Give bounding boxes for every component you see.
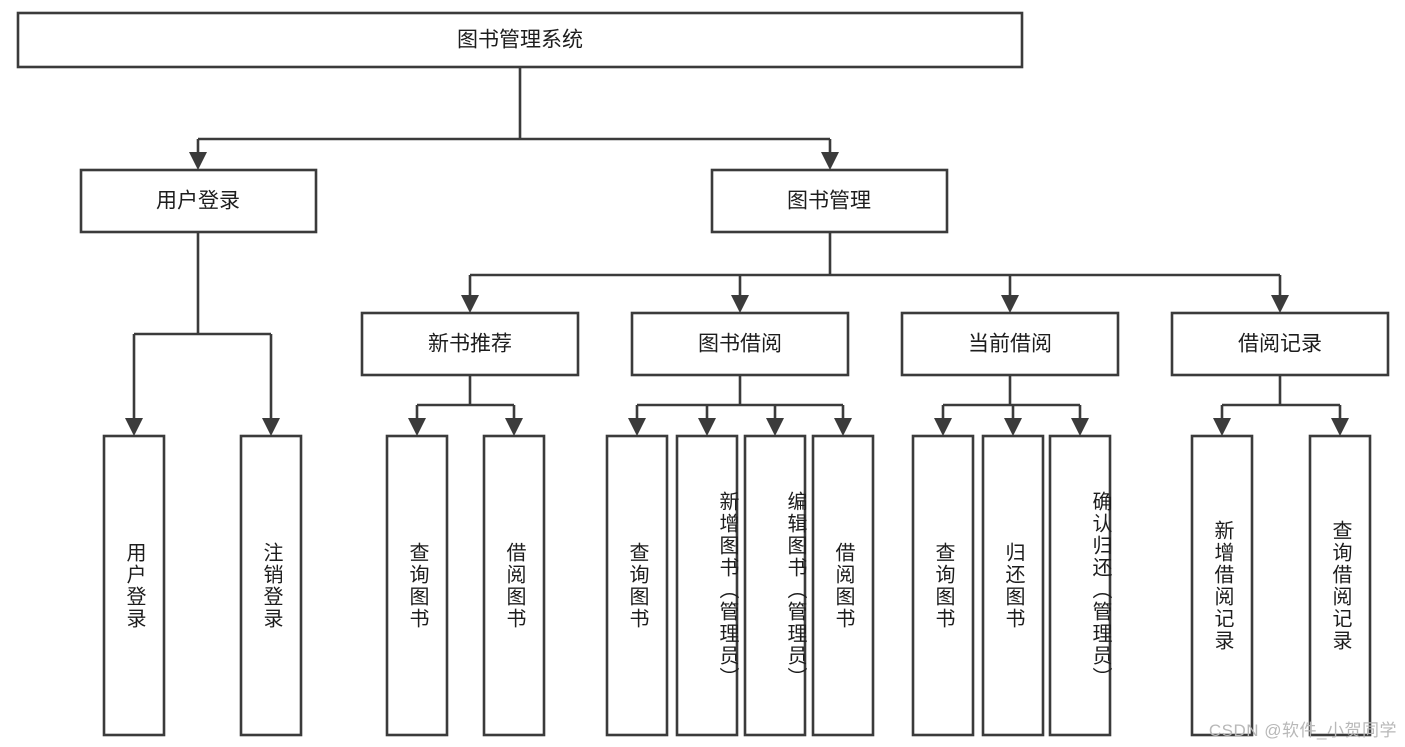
arrow-head-new-book-child-1: [505, 418, 523, 436]
connector-group-book-borrow: [628, 375, 852, 436]
connector-group-current-borrow: [934, 375, 1089, 436]
arrow-head-borrow-record-child-0: [1213, 418, 1231, 436]
arrow-head-book-mgmt-child-1: [731, 295, 749, 313]
node-new-book-recommend-label: 新书推荐: [428, 333, 512, 356]
arrow-head-current-borrow-child-2: [1071, 418, 1089, 436]
node-book-management-label: 图书管理: [787, 190, 871, 213]
csdn-watermark: CSDN @软件_小贺同学: [1208, 721, 1397, 740]
leaf-user-login-0[interactable]: [102, 434, 166, 737]
arrow-head-user-login-child-0: [125, 418, 143, 436]
connector-group-book-mgmt: [461, 232, 1289, 313]
connector-group-root: [189, 68, 839, 170]
arrow-head-new-book-child-0: [408, 418, 426, 436]
leaf-book-borrow-0[interactable]: [605, 434, 669, 737]
arrow-head-book-borrow-child-0: [628, 418, 646, 436]
arrow-head-book-mgmt-child-3: [1271, 295, 1289, 313]
leaf-new-book-0[interactable]: [385, 434, 449, 737]
connector-group-borrow-record: [1213, 375, 1349, 436]
connector-group-user-login: [125, 232, 280, 436]
arrow-head-book-borrow-child-2: [766, 418, 784, 436]
node-current-borrow-label: 当前借阅: [968, 333, 1052, 356]
node-book-borrow-label: 图书借阅: [698, 333, 782, 356]
arrow-head-current-borrow-child-0: [934, 418, 952, 436]
leaf-current-borrow-0[interactable]: [911, 434, 975, 737]
arrow-head-user-login: [189, 152, 207, 170]
arrow-head-book-mgmt-child-2: [1001, 295, 1019, 313]
leaf-current-borrow-1[interactable]: [981, 434, 1045, 737]
leaf-book-borrow-1[interactable]: [675, 434, 739, 737]
node-root[interactable]: [16, 11, 1024, 69]
node-borrow-record[interactable]: [1170, 311, 1390, 377]
node-new-book-recommend[interactable]: [360, 311, 580, 377]
leaf-new-book-1[interactable]: [482, 434, 546, 737]
arrow-head-book-borrow-child-3: [834, 418, 852, 436]
arrow-head-book-borrow-child-1: [698, 418, 716, 436]
node-book-management[interactable]: [710, 168, 949, 234]
leaf-borrow-record-0[interactable]: [1190, 434, 1254, 737]
leaf-book-borrow-3[interactable]: [811, 434, 875, 737]
leaf-book-borrow-2[interactable]: [743, 434, 807, 737]
node-borrow-record-label: 借阅记录: [1238, 333, 1322, 356]
arrow-head-current-borrow-child-1: [1004, 418, 1022, 436]
node-root-label: 图书管理系统: [457, 29, 583, 52]
leaf-current-borrow-2[interactable]: [1048, 434, 1112, 737]
arrow-head-borrow-record-child-1: [1331, 418, 1349, 436]
node-current-borrow[interactable]: [900, 311, 1120, 377]
arrow-head-book-mgmt-child-0: [461, 295, 479, 313]
node-user-login-label: 用户登录: [156, 190, 240, 213]
node-book-borrow[interactable]: [630, 311, 850, 377]
arrow-head-user-login-child-1: [262, 418, 280, 436]
node-user-login[interactable]: [79, 168, 318, 234]
leaf-borrow-record-1[interactable]: [1308, 434, 1372, 737]
arrow-head-book-mgmt: [821, 152, 839, 170]
connector-group-new-book: [408, 375, 523, 436]
leaf-user-login-1[interactable]: [239, 434, 303, 737]
